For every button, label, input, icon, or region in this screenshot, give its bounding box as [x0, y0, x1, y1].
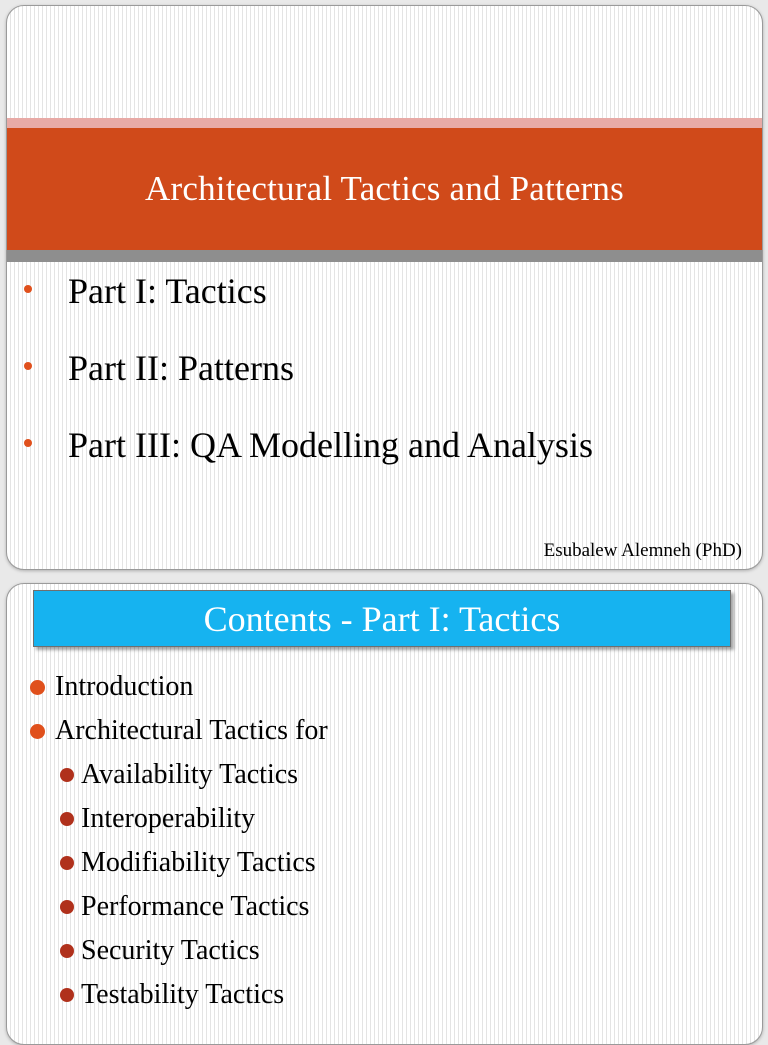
tactics-sublist: Availability Tactics Interoperability Mo…: [7, 753, 316, 1017]
outline-item-label: Part III: QA Modelling and Analysis: [68, 425, 593, 465]
tactics-subitem-label: Testability Tactics: [81, 979, 285, 1010]
outline-item: Part II: Patterns: [7, 345, 593, 422]
tactics-subitem: Performance Tactics: [7, 885, 316, 929]
tactics-subitem-label: Security Tactics: [81, 935, 260, 966]
contents-slide: Contents - Part I: Tactics Introduction …: [6, 583, 763, 1045]
contents-item: Introduction: [7, 665, 328, 709]
tactics-subitem: Security Tactics: [7, 929, 316, 973]
contents-banner: Contents - Part I: Tactics: [33, 590, 731, 647]
sub-bullet-dot-icon: [60, 768, 74, 782]
tactics-subitem: Availability Tactics: [7, 753, 316, 797]
contents-item-label: Architectural Tactics for: [55, 715, 328, 746]
tactics-subitem-label: Modifiability Tactics: [81, 847, 316, 878]
tactics-subitem: Testability Tactics: [7, 973, 316, 1017]
sub-bullet-dot-icon: [60, 944, 74, 958]
contents-item: Architectural Tactics for: [7, 709, 328, 753]
contents-item-label: Introduction: [55, 671, 194, 702]
title-band-top-stripe: [7, 118, 762, 128]
bullet-dot-icon: [24, 439, 32, 447]
slide-title: Architectural Tactics and Patterns: [145, 169, 624, 208]
tactics-subitem-label: Performance Tactics: [81, 891, 310, 922]
sub-bullet-dot-icon: [60, 812, 74, 826]
sub-bullet-dot-icon: [60, 988, 74, 1002]
outline-list: Part I: Tactics Part II: Patterns Part I…: [7, 268, 593, 499]
sub-bullet-dot-icon: [60, 900, 74, 914]
contents-list: Introduction Architectural Tactics for: [7, 665, 328, 753]
title-band: Architectural Tactics and Patterns: [7, 128, 762, 250]
tactics-subitem-label: Availability Tactics: [81, 759, 299, 790]
bullet-dot-icon: [24, 285, 32, 293]
tactics-subitem: Modifiability Tactics: [7, 841, 316, 885]
tactics-subitem: Interoperability: [7, 797, 316, 841]
contents-title: Contents - Part I: Tactics: [203, 598, 561, 639]
title-slide: Architectural Tactics and Patterns Part …: [6, 5, 763, 570]
bullet-dot-icon: [30, 680, 45, 695]
title-band-bottom-stripe: [7, 250, 762, 262]
sub-bullet-dot-icon: [60, 856, 74, 870]
author-credit: Esubalew Alemneh (PhD): [543, 540, 742, 561]
outline-item-label: Part I: Tactics: [68, 271, 267, 311]
tactics-subitem-label: Interoperability: [81, 803, 256, 834]
bullet-dot-icon: [30, 724, 45, 739]
outline-item: Part I: Tactics: [7, 268, 593, 345]
bullet-dot-icon: [24, 362, 32, 370]
outline-item: Part III: QA Modelling and Analysis: [7, 422, 593, 499]
outline-item-label: Part II: Patterns: [68, 348, 294, 388]
